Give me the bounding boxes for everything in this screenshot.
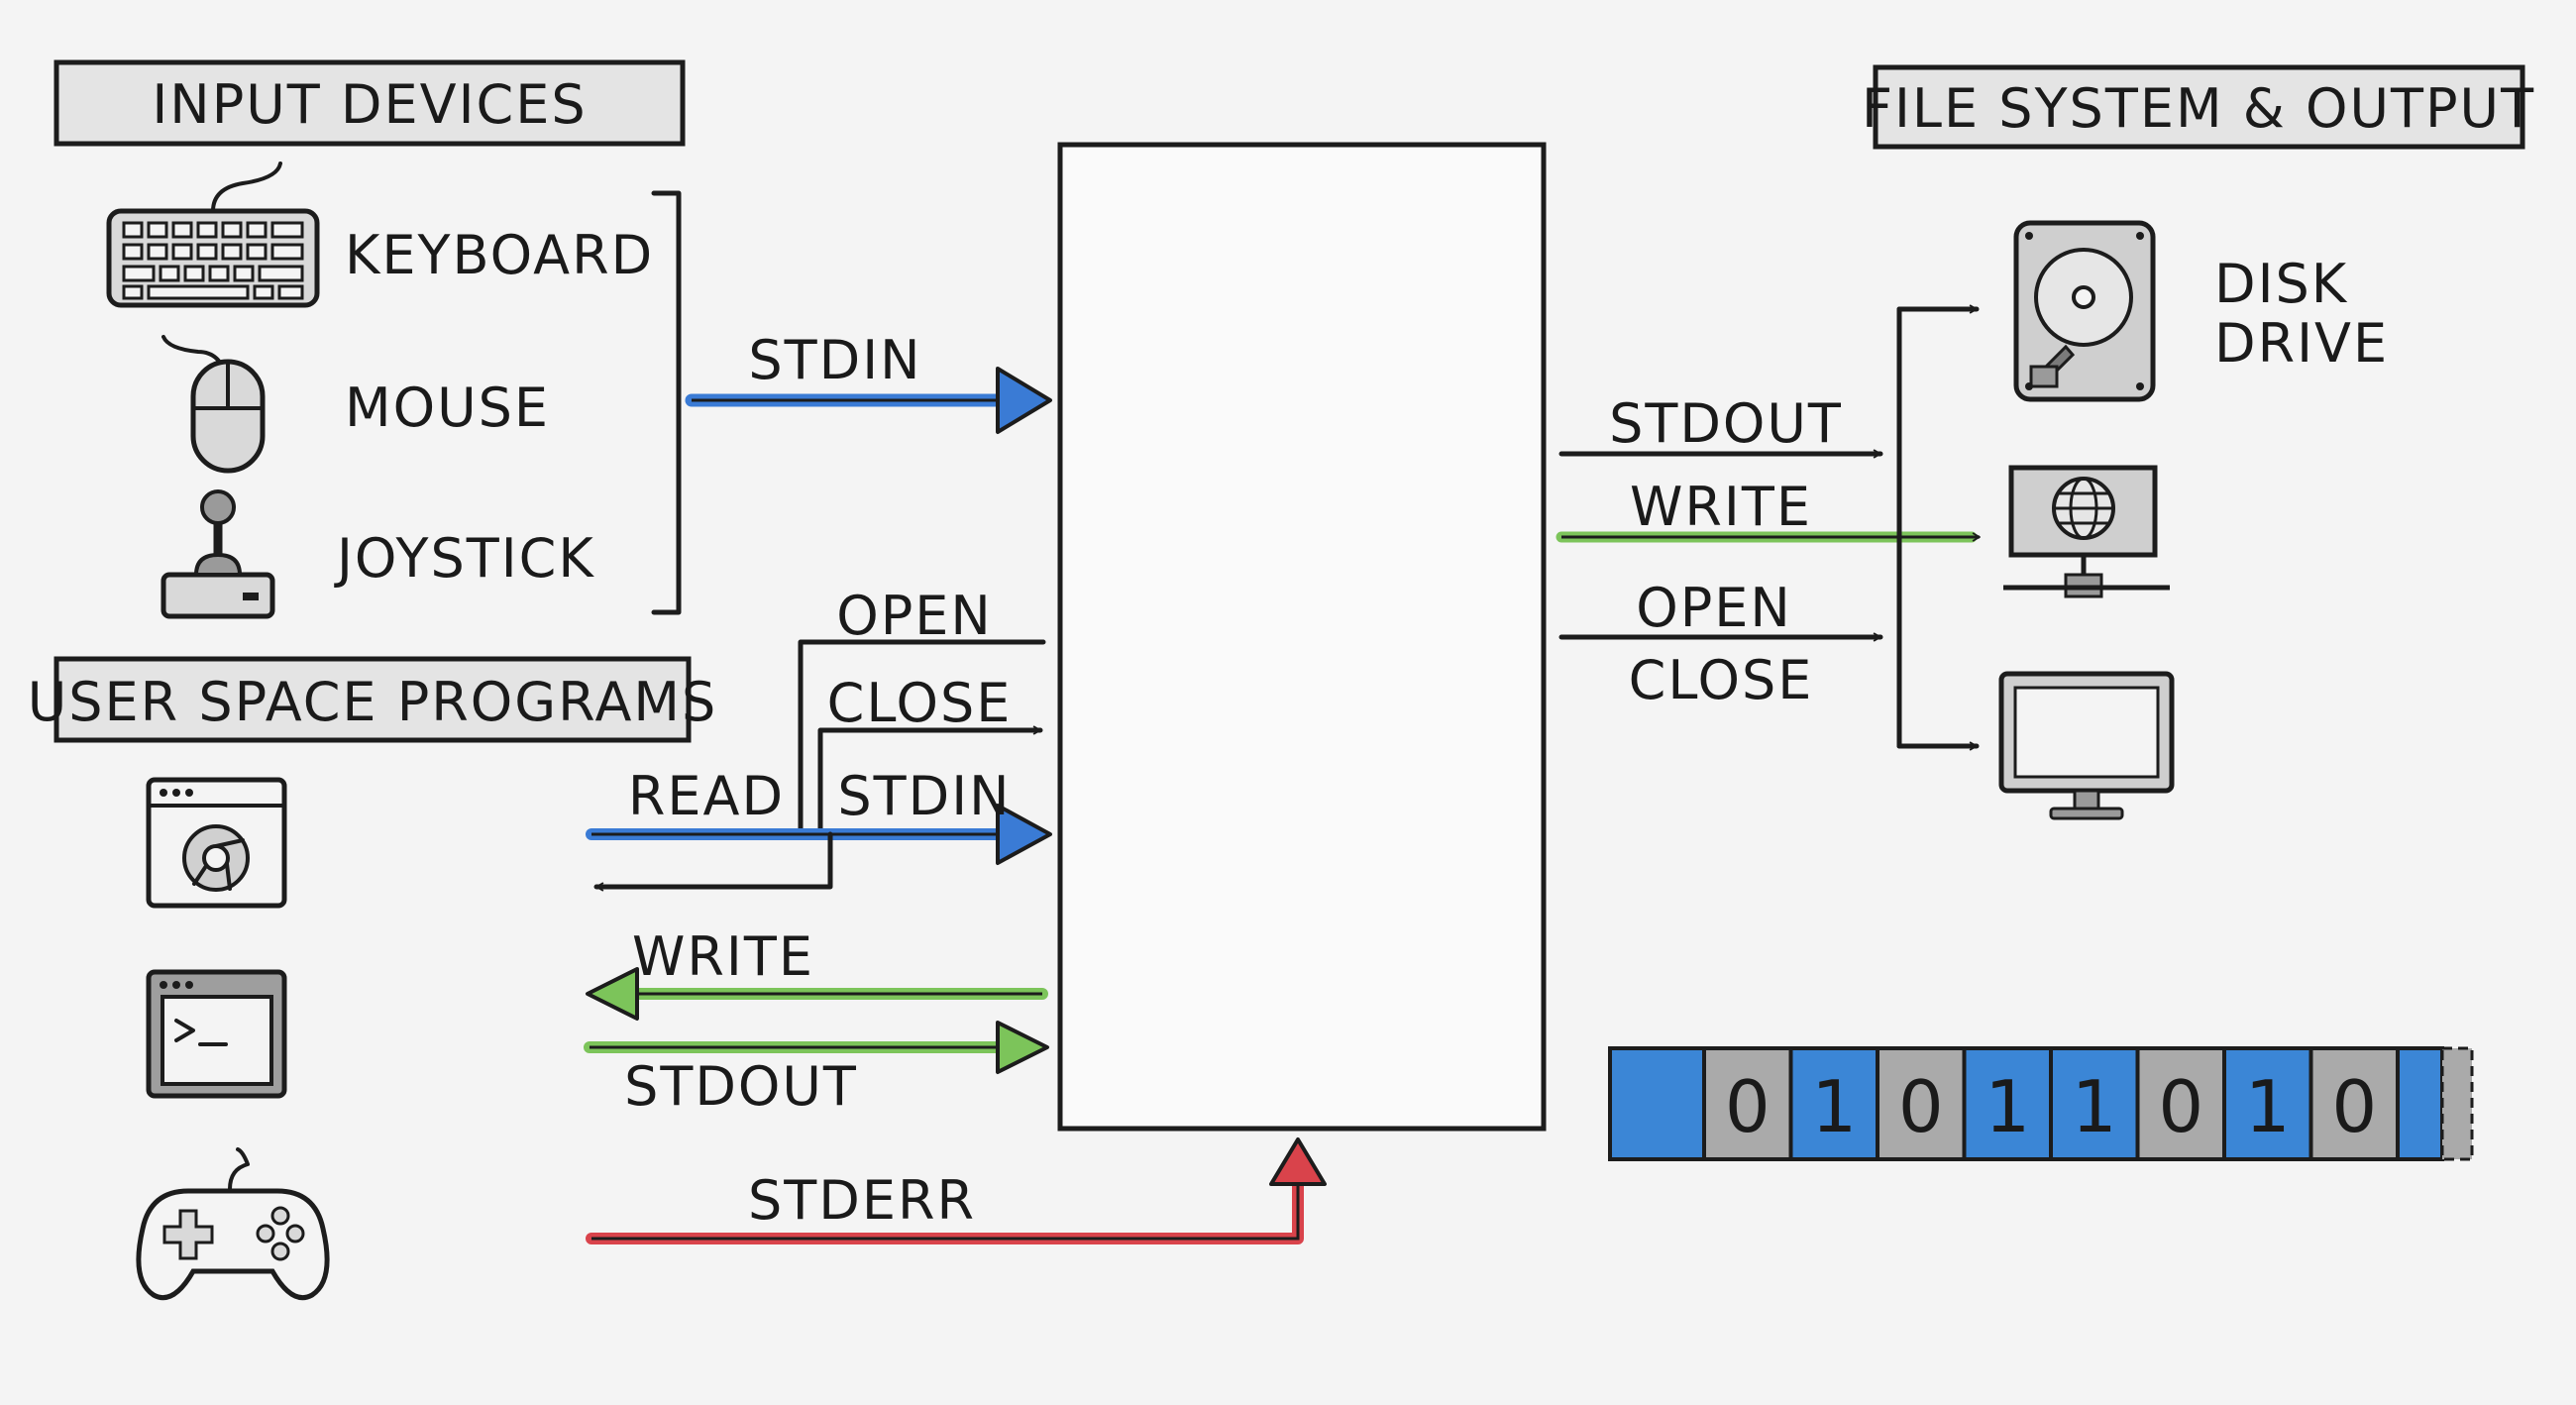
bitstream-lead-cell [1608, 1046, 1706, 1161]
bit-cell [2222, 1046, 2313, 1161]
bit-label: 1 [1985, 1065, 2030, 1148]
write-label-left: WRITE [632, 925, 814, 988]
joystick-icon [161, 489, 275, 619]
write-arrow-left [586, 967, 1048, 1021]
hard-drive-icon [2013, 220, 2156, 402]
keyboard-label: KEYBOARD [345, 224, 654, 286]
header-input-devices: INPUT DEVICES [54, 59, 686, 147]
stdin-top-arrow [685, 367, 1052, 434]
terminal-icon [146, 969, 287, 1099]
gamepad-icon [136, 1147, 330, 1301]
header-user-space-programs-label: USER SPACE PROGRAMS [28, 671, 718, 733]
stdout-label-right: STDOUT [1609, 392, 1843, 455]
bit-cell [1962, 1046, 2053, 1161]
open-label-right: OPEN [1636, 577, 1792, 639]
keyboard-icon [106, 162, 320, 308]
bit-cell [1702, 1046, 1793, 1161]
bit-cell [1876, 1046, 1967, 1161]
mouse-icon [161, 335, 266, 474]
close-label-right: CLOSE [1629, 649, 1814, 711]
close-label-left: CLOSE [827, 672, 1013, 734]
kernel-box [1057, 142, 1547, 1132]
bit-label: 0 [1725, 1065, 1771, 1148]
disk-drive-label-line1: DISK [2214, 253, 2348, 315]
stdin-top-label: STDIN [748, 329, 921, 391]
header-input-devices-label: INPUT DEVICES [152, 73, 587, 136]
network-globe-icon [2003, 465, 2170, 598]
header-file-system-output-label: FILE SYSTEM & OUTPUT [1862, 77, 2535, 140]
bit-label: 1 [2245, 1065, 2291, 1148]
open-label-left: OPEN [836, 585, 993, 647]
disk-drive-label-line2: DRIVE [2214, 312, 2389, 375]
write-label-right: WRITE [1630, 476, 1812, 538]
mouse-label: MOUSE [345, 377, 550, 439]
monitor-icon [1998, 671, 2175, 820]
input-devices-bracket [651, 190, 682, 615]
bit-label: 1 [1811, 1065, 1857, 1148]
header-file-system-output: FILE SYSTEM & OUTPUT [1862, 64, 2535, 150]
header-user-space-programs: USER SPACE PROGRAMS [28, 656, 718, 743]
browser-icon [146, 777, 287, 909]
close-arrow-left [817, 725, 1043, 837]
bit-label: 1 [2072, 1065, 2117, 1148]
bitstream-tail-cell [2396, 1046, 2444, 1161]
stdin-mid-label: STDIN [837, 765, 1011, 827]
bit-label: 0 [1898, 1065, 1944, 1148]
joystick-label: JOYSTICK [334, 527, 595, 590]
stdout-label-left: STDOUT [624, 1055, 858, 1118]
bit-cell [2135, 1046, 2226, 1161]
open-line [798, 639, 1046, 837]
bit-cell [2308, 1046, 2400, 1161]
bit-label: 0 [2331, 1065, 2377, 1148]
stderr-arrow [586, 1137, 1327, 1244]
stderr-label: STDERR [748, 1169, 976, 1232]
bitstream-fade-cell [2440, 1046, 2474, 1161]
read-stdin-arrow [586, 804, 1052, 865]
bit-label: 0 [2158, 1065, 2203, 1148]
stdout-arrow-left [584, 1021, 1049, 1074]
read-return-arrow [593, 831, 833, 892]
read-label: READ [628, 765, 785, 827]
